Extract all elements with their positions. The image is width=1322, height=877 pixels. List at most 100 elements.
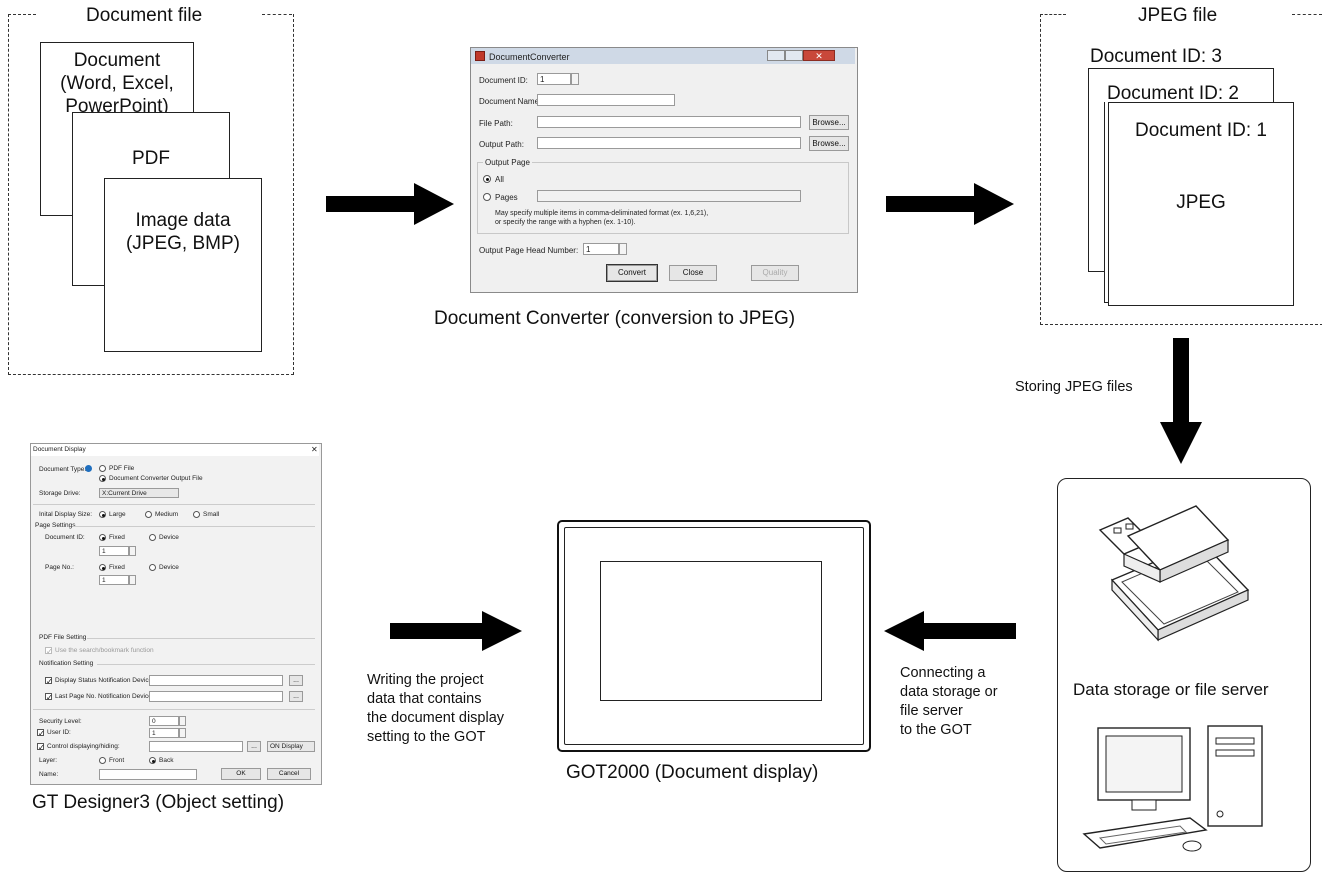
- output-page-group: [477, 162, 849, 234]
- jpeg-file-title: JPEG file: [1138, 5, 1218, 26]
- document-id-spinner[interactable]: [571, 73, 579, 85]
- all-radio[interactable]: [483, 175, 491, 183]
- medium-label: Medium: [155, 511, 179, 518]
- control-display-checkbox[interactable]: ✓: [37, 743, 45, 752]
- pdf-label: PDF: [132, 148, 170, 169]
- browse-file-button[interactable]: Browse...: [809, 115, 849, 130]
- head-number-input[interactable]: 1: [583, 243, 619, 255]
- converter-output-radio[interactable]: [99, 475, 106, 482]
- page-no-label: Page No.:: [45, 564, 74, 571]
- quality-button[interactable]: Quality: [751, 265, 799, 281]
- security-level-input[interactable]: 0: [149, 716, 179, 726]
- arrow-left-icon: [884, 611, 1016, 651]
- title-bar: [31, 444, 319, 456]
- display-status-ellipsis-button[interactable]: ...: [289, 675, 303, 686]
- user-id-label: User ID:: [47, 729, 71, 736]
- image-data-page: Image data (JPEG, BMP): [104, 178, 262, 352]
- document-id-2-label: Document ID: 2: [1107, 83, 1239, 104]
- page-no-device-label: Device: [159, 564, 179, 571]
- doc-id-fixed-label: Fixed: [109, 534, 125, 541]
- doc-id-fixed-radio[interactable]: [99, 534, 106, 541]
- head-number-label: Output Page Head Number:: [479, 246, 579, 255]
- convert-button[interactable]: Convert: [606, 264, 658, 282]
- page-no-input[interactable]: 1: [99, 575, 129, 585]
- storage-drive-select[interactable]: X:Current Drive: [99, 488, 179, 498]
- converter-output-label: Document Converter Output File: [109, 475, 203, 482]
- document-name-label: Document Name:: [479, 97, 542, 106]
- page-settings-label: Page Settings: [35, 522, 76, 529]
- ok-button[interactable]: OK: [221, 768, 261, 780]
- user-id-spinner[interactable]: [179, 728, 186, 738]
- hint-line-1: May specify multiple items in comma-deli…: [495, 210, 709, 217]
- connecting-label: Connecting a data storage or file server…: [900, 665, 998, 738]
- arrow-right-icon: [886, 183, 1014, 225]
- large-label: Large: [109, 511, 126, 518]
- arrow-down-icon: [1160, 338, 1202, 464]
- storage-caption: Data storage or file server: [1073, 680, 1269, 699]
- page-no-fixed-radio[interactable]: [99, 564, 106, 571]
- large-radio[interactable]: [99, 511, 106, 518]
- arrow-right-icon: [326, 183, 454, 225]
- name-label: Name:: [39, 771, 59, 778]
- page-no-device-radio[interactable]: [149, 564, 156, 571]
- doc-id-device-radio[interactable]: [149, 534, 156, 541]
- jpeg-content-label: JPEG: [1176, 192, 1226, 213]
- security-level-label: Security Level:: [39, 718, 82, 725]
- app-icon: [475, 51, 485, 61]
- minimize-button[interactable]: [767, 50, 785, 61]
- control-display-ellipsis-button[interactable]: ...: [247, 741, 261, 752]
- pages-input[interactable]: [537, 190, 801, 202]
- small-radio[interactable]: [193, 511, 200, 518]
- search-bookmark-checkbox[interactable]: ✓: [45, 647, 53, 656]
- initial-size-label: Inital Display Size:: [39, 511, 93, 518]
- got-caption: GOT2000 (Document display): [566, 762, 819, 783]
- storage-drive-label: Storage Drive:: [39, 490, 81, 497]
- doc-id-spinner[interactable]: [129, 546, 136, 556]
- file-path-input[interactable]: [537, 116, 801, 128]
- last-page-ellipsis-button[interactable]: ...: [289, 691, 303, 702]
- name-input[interactable]: [99, 769, 197, 780]
- document-label: Document (Word, Excel, PowerPoint): [60, 50, 174, 117]
- file-path-label: File Path:: [479, 119, 513, 128]
- last-page-checkbox[interactable]: ✓: [45, 693, 53, 702]
- back-radio[interactable]: [149, 757, 156, 764]
- display-status-checkbox[interactable]: ✓: [45, 677, 53, 686]
- head-number-spinner[interactable]: [619, 243, 627, 255]
- cancel-button[interactable]: Cancel: [267, 768, 311, 780]
- output-page-group-label: Output Page: [483, 158, 532, 167]
- info-icon: [85, 465, 92, 472]
- hint-line-2: or specify the range with a hyphen (ex. …: [495, 219, 636, 226]
- got-device: [557, 520, 871, 752]
- document-id-label: Document ID:: [479, 76, 528, 85]
- jpeg-file-group: [1040, 14, 1322, 325]
- user-id-input[interactable]: 1: [149, 728, 179, 738]
- control-display-select[interactable]: [149, 741, 243, 752]
- on-display-select[interactable]: ON Display: [267, 741, 315, 752]
- page-no-fixed-label: Fixed: [109, 564, 125, 571]
- document-id-input[interactable]: 1: [537, 73, 571, 85]
- security-level-spinner[interactable]: [179, 716, 186, 726]
- front-radio[interactable]: [99, 757, 106, 764]
- close-icon[interactable]: ✕: [803, 50, 835, 61]
- pdf-file-label: PDF File: [109, 465, 135, 472]
- last-page-select[interactable]: [149, 691, 283, 702]
- got-screen: [600, 561, 822, 701]
- display-status-select[interactable]: [149, 675, 283, 686]
- page-no-spinner[interactable]: [129, 575, 136, 585]
- user-id-checkbox[interactable]: ✓: [37, 729, 45, 738]
- pages-radio[interactable]: [483, 193, 491, 201]
- close-icon[interactable]: ✕: [311, 445, 318, 454]
- computer-icon: [1082, 725, 1263, 852]
- browse-output-button[interactable]: Browse...: [809, 136, 849, 151]
- writing-label: Writing the project data that contains t…: [367, 672, 505, 745]
- close-button[interactable]: Close: [669, 265, 717, 281]
- storing-label: Storing JPEG files: [1015, 379, 1133, 395]
- pdf-file-radio[interactable]: [99, 465, 106, 472]
- medium-radio[interactable]: [145, 511, 152, 518]
- document-display-window: Document Display ✕ Document Type: PDF Fi…: [30, 443, 322, 785]
- got-bezel: [564, 527, 864, 745]
- maximize-button[interactable]: [785, 50, 803, 61]
- doc-id-input[interactable]: 1: [99, 546, 129, 556]
- output-path-input[interactable]: [537, 137, 801, 149]
- document-name-input[interactable]: [537, 94, 675, 106]
